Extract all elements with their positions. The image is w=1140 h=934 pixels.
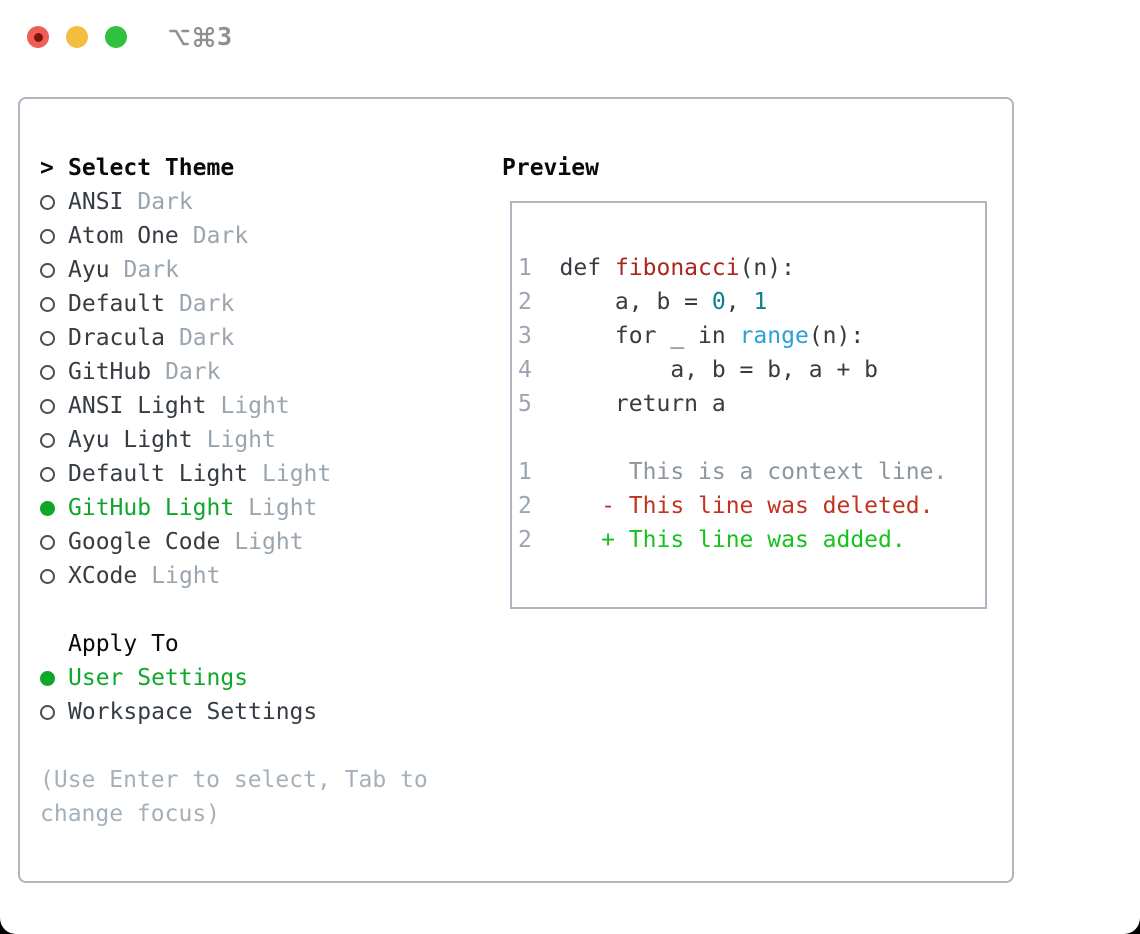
theme-option-default-light[interactable]: Default Light Light: [40, 457, 428, 491]
code-line: 2 - This line was deleted.: [518, 493, 934, 519]
keyboard-hint-line1: (Use Enter to select, Tab to: [40, 767, 428, 793]
theme-variant: Dark: [178, 291, 235, 317]
apply-to-header: Apply To: [40, 627, 428, 661]
radio-icon: [40, 330, 68, 346]
theme-option-github-light[interactable]: GitHub Light Light: [40, 491, 428, 525]
theme-name: ANSI Light: [68, 393, 207, 419]
theme-variant: Dark: [178, 325, 235, 351]
theme-name: Ayu: [68, 257, 110, 283]
option-key-icon: [169, 29, 190, 46]
theme-option-ansi[interactable]: ANSI Dark: [40, 185, 428, 219]
radio-icon: [40, 262, 68, 278]
theme-option-ansi-light[interactable]: ANSI Light Light: [40, 389, 428, 423]
apply-to-title: Apply To: [68, 631, 179, 657]
theme-option-github[interactable]: GitHub Dark: [40, 355, 428, 389]
preview-title: Preview: [502, 155, 599, 181]
close-button[interactable]: [27, 26, 49, 48]
radio-icon: [40, 194, 68, 210]
theme-variant: Light: [206, 427, 276, 453]
radio-icon: [40, 432, 68, 448]
theme-variant: Light: [234, 529, 304, 555]
theme-option-dracula[interactable]: Dracula Dark: [40, 321, 428, 355]
theme-name: GitHub: [68, 359, 152, 385]
titlebar: 3: [0, 0, 1140, 75]
theme-option-default[interactable]: Default Dark: [40, 287, 428, 321]
apply-option-workspace-settings[interactable]: Workspace Settings: [40, 695, 428, 729]
keyboard-hint-line2: change focus): [40, 801, 221, 827]
select-theme-header: > Select Theme: [40, 151, 428, 185]
theme-option-ayu[interactable]: Ayu Dark: [40, 253, 428, 287]
code-line: 5 return a: [518, 391, 726, 417]
prompt-icon: >: [40, 155, 54, 181]
radio-icon: [40, 364, 68, 380]
theme-variant: Light: [248, 495, 318, 521]
prompt-marker: >: [40, 155, 68, 181]
minimize-button[interactable]: [66, 26, 88, 48]
theme-name: XCode: [68, 563, 138, 589]
radio-selected-icon: [40, 670, 68, 686]
code-line: 3 for _ in range(n):: [518, 323, 865, 349]
preview-box: 1 def fibonacci(n): 2 a, b = 0, 1 3 for _ …: [510, 201, 987, 609]
radio-selected-icon: [40, 500, 68, 516]
radio-icon: [40, 398, 68, 414]
theme-variant: Light: [262, 461, 332, 487]
theme-variant: Dark: [192, 223, 249, 249]
select-theme-title: Select Theme: [68, 155, 235, 181]
code-line: 2 a, b = 0, 1: [518, 289, 768, 315]
apply-option-label: Workspace Settings: [68, 699, 318, 725]
close-button-dot-icon: [33, 32, 43, 42]
theme-name: Dracula: [68, 325, 165, 351]
code-line: [518, 421, 985, 455]
window-shortcut: 3: [167, 22, 232, 52]
theme-name: ANSI: [68, 189, 124, 215]
radio-icon: [40, 228, 68, 244]
theme-option-xcode[interactable]: XCode Light: [40, 559, 428, 593]
code-line: 1 This is a context line.: [518, 459, 948, 485]
theme-option-google-code[interactable]: Google Code Light: [40, 525, 428, 559]
shortcut-digit: 3: [217, 22, 233, 51]
theme-variant: Dark: [165, 359, 221, 385]
spacer: [40, 729, 428, 763]
theme-variant: Light: [151, 563, 221, 589]
code-line: 2 + This line was added.: [518, 527, 906, 553]
theme-variant: Dark: [137, 189, 193, 215]
keyboard-hint: (Use Enter to select, Tab to change focu…: [40, 763, 428, 831]
theme-name: Ayu Light: [68, 427, 193, 453]
theme-name: Atom One: [68, 223, 179, 249]
radio-icon: [40, 466, 68, 482]
theme-name: GitHub Light: [68, 495, 235, 521]
code-line: 4 a, b = b, a + b: [518, 357, 879, 383]
zoom-button[interactable]: [105, 26, 127, 48]
traffic-lights: [27, 26, 127, 48]
theme-option-atom-one[interactable]: Atom One Dark: [40, 219, 428, 253]
theme-option-ayu-light[interactable]: Ayu Light Light: [40, 423, 428, 457]
theme-variant: Dark: [123, 257, 179, 283]
theme-variant: Light: [220, 393, 290, 419]
radio-icon: [40, 296, 68, 312]
theme-name: Google Code: [68, 529, 221, 555]
theme-name: Default Light: [68, 461, 249, 487]
apply-option-label: User Settings: [68, 665, 249, 691]
radio-icon: [40, 534, 68, 550]
apply-option-user-settings[interactable]: User Settings: [40, 661, 428, 695]
radio-icon: [40, 704, 68, 720]
spacer: [40, 593, 428, 627]
command-key-icon: [193, 26, 215, 48]
radio-icon: [40, 568, 68, 584]
code-line: 1 def fibonacci(n):: [518, 255, 795, 281]
theme-name: Default: [68, 291, 165, 317]
